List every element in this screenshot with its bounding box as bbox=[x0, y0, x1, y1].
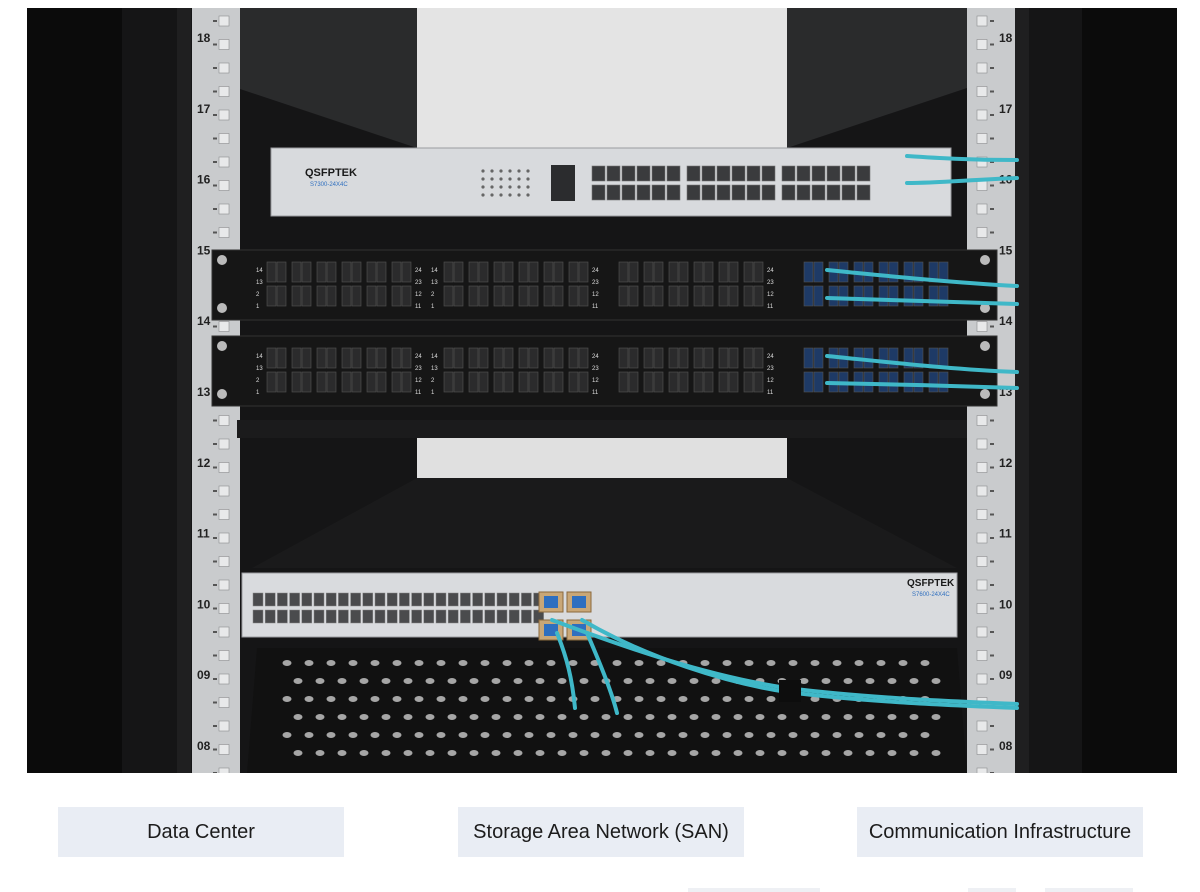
panel-port-label: 23 bbox=[767, 366, 774, 372]
rack-unit-label: 11 bbox=[197, 527, 210, 541]
panel-port-label: 12 bbox=[592, 292, 599, 298]
panel-port-label: 1 bbox=[431, 304, 435, 310]
rack-unit-label: 15 bbox=[999, 243, 1013, 257]
rack-unit-label: 09 bbox=[999, 668, 1013, 682]
rack-unit-label: 13 bbox=[197, 385, 211, 399]
rack-unit-label: 12 bbox=[999, 456, 1013, 470]
panel-port-label: 11 bbox=[767, 390, 774, 396]
rack-unit-label: 17 bbox=[197, 102, 211, 116]
panel-port-label: 13 bbox=[431, 366, 438, 372]
panel-port-label: 13 bbox=[256, 366, 263, 372]
panel-port-label: 2 bbox=[431, 292, 435, 298]
next-row-hint bbox=[688, 888, 820, 892]
panel-port-label: 14 bbox=[431, 354, 438, 360]
next-row-hint bbox=[968, 888, 1016, 892]
panel-port-label: 2 bbox=[256, 292, 260, 298]
panel-port-label: 13 bbox=[256, 280, 263, 286]
panel-port-label: 11 bbox=[415, 304, 422, 310]
panel-port-label: 23 bbox=[415, 366, 422, 372]
panel-port-label: 11 bbox=[592, 390, 599, 396]
panel-port-label: 12 bbox=[592, 378, 599, 384]
panel-port-label: 23 bbox=[592, 280, 599, 286]
panel-port-label: 2 bbox=[431, 378, 435, 384]
fiber-cables bbox=[550, 154, 1019, 715]
panel-port-label: 1 bbox=[256, 304, 260, 310]
panel-port-label: 14 bbox=[431, 268, 438, 274]
panel-port-label: 11 bbox=[592, 304, 599, 310]
bottom-switch-model: S7600-24X4C bbox=[912, 592, 950, 598]
panel-port-label: 14 bbox=[256, 354, 263, 360]
top-switch: QSFPTEK S7300-24X4C bbox=[270, 147, 952, 217]
panel-port-label: 23 bbox=[767, 280, 774, 286]
tag-san[interactable]: Storage Area Network (SAN) bbox=[458, 807, 744, 857]
patch-panel-2: 14 13 2 1 14 13 2 1 24 23 12 11 24 23 12 11 24 23 12 11 bbox=[211, 335, 998, 407]
rack-unit-label: 10 bbox=[999, 597, 1013, 611]
rack-unit-label: 14 bbox=[197, 314, 211, 328]
panel-port-label: 24 bbox=[592, 354, 599, 360]
panel-port-label: 23 bbox=[592, 366, 599, 372]
left-rail-back bbox=[177, 8, 191, 773]
panel-port-label: 24 bbox=[767, 268, 774, 274]
panel-port-label: 12 bbox=[415, 292, 422, 298]
panel-port-label: 23 bbox=[415, 280, 422, 286]
rack-unit-label: 16 bbox=[197, 173, 211, 187]
panel-port-label: 13 bbox=[431, 280, 438, 286]
bottom-switch-brand: QSFPTEK bbox=[907, 578, 955, 589]
tag-communication-infrastructure[interactable]: Communication Infrastructure bbox=[857, 807, 1143, 857]
cable-sleeve bbox=[779, 680, 801, 702]
right-rail-back bbox=[1015, 8, 1029, 773]
panel-port-label: 1 bbox=[431, 390, 435, 396]
panel-port-label: 24 bbox=[415, 268, 422, 274]
panel-port-label: 11 bbox=[767, 304, 774, 310]
top-switch-brand: QSFPTEK bbox=[305, 167, 357, 179]
rack-unit-label: 18 bbox=[999, 31, 1013, 45]
tag-data-center[interactable]: Data Center bbox=[58, 807, 344, 857]
rack-unit-label: 09 bbox=[197, 668, 211, 682]
panel-port-label: 11 bbox=[415, 390, 422, 396]
rack-unit-label: 10 bbox=[197, 597, 211, 611]
panel-port-label: 24 bbox=[592, 268, 599, 274]
panel-port-label: 14 bbox=[256, 268, 263, 274]
rack-unit-label: 08 bbox=[197, 739, 211, 753]
rack-unit-label: 12 bbox=[197, 456, 211, 470]
rack-unit-label: 08 bbox=[999, 739, 1013, 753]
panel-port-label: 12 bbox=[415, 378, 422, 384]
rack-unit-label: 14 bbox=[999, 314, 1013, 328]
rack-unit-label: 17 bbox=[999, 102, 1013, 116]
rack-unit-label: 11 bbox=[999, 527, 1012, 541]
next-row-hint bbox=[1045, 888, 1133, 892]
panel-port-label: 1 bbox=[256, 390, 260, 396]
rack-unit-label: 18 bbox=[197, 31, 211, 45]
panel-port-label: 24 bbox=[767, 354, 774, 360]
panel-port-label: 12 bbox=[767, 378, 774, 384]
rack-unit-label: 15 bbox=[197, 243, 211, 257]
panel-port-label: 2 bbox=[256, 378, 260, 384]
panel-port-label: 12 bbox=[767, 292, 774, 298]
patch-panel-1: 14 13 2 1 14 13 2 1 24 23 12 11 24 23 12 11 24 23 12 11 bbox=[211, 249, 998, 321]
bottom-switch: QSFPTEK S7600-24X4C bbox=[241, 572, 958, 641]
panel-port-label: 24 bbox=[415, 354, 422, 360]
top-switch-model: S7300-24X4C bbox=[310, 182, 348, 188]
